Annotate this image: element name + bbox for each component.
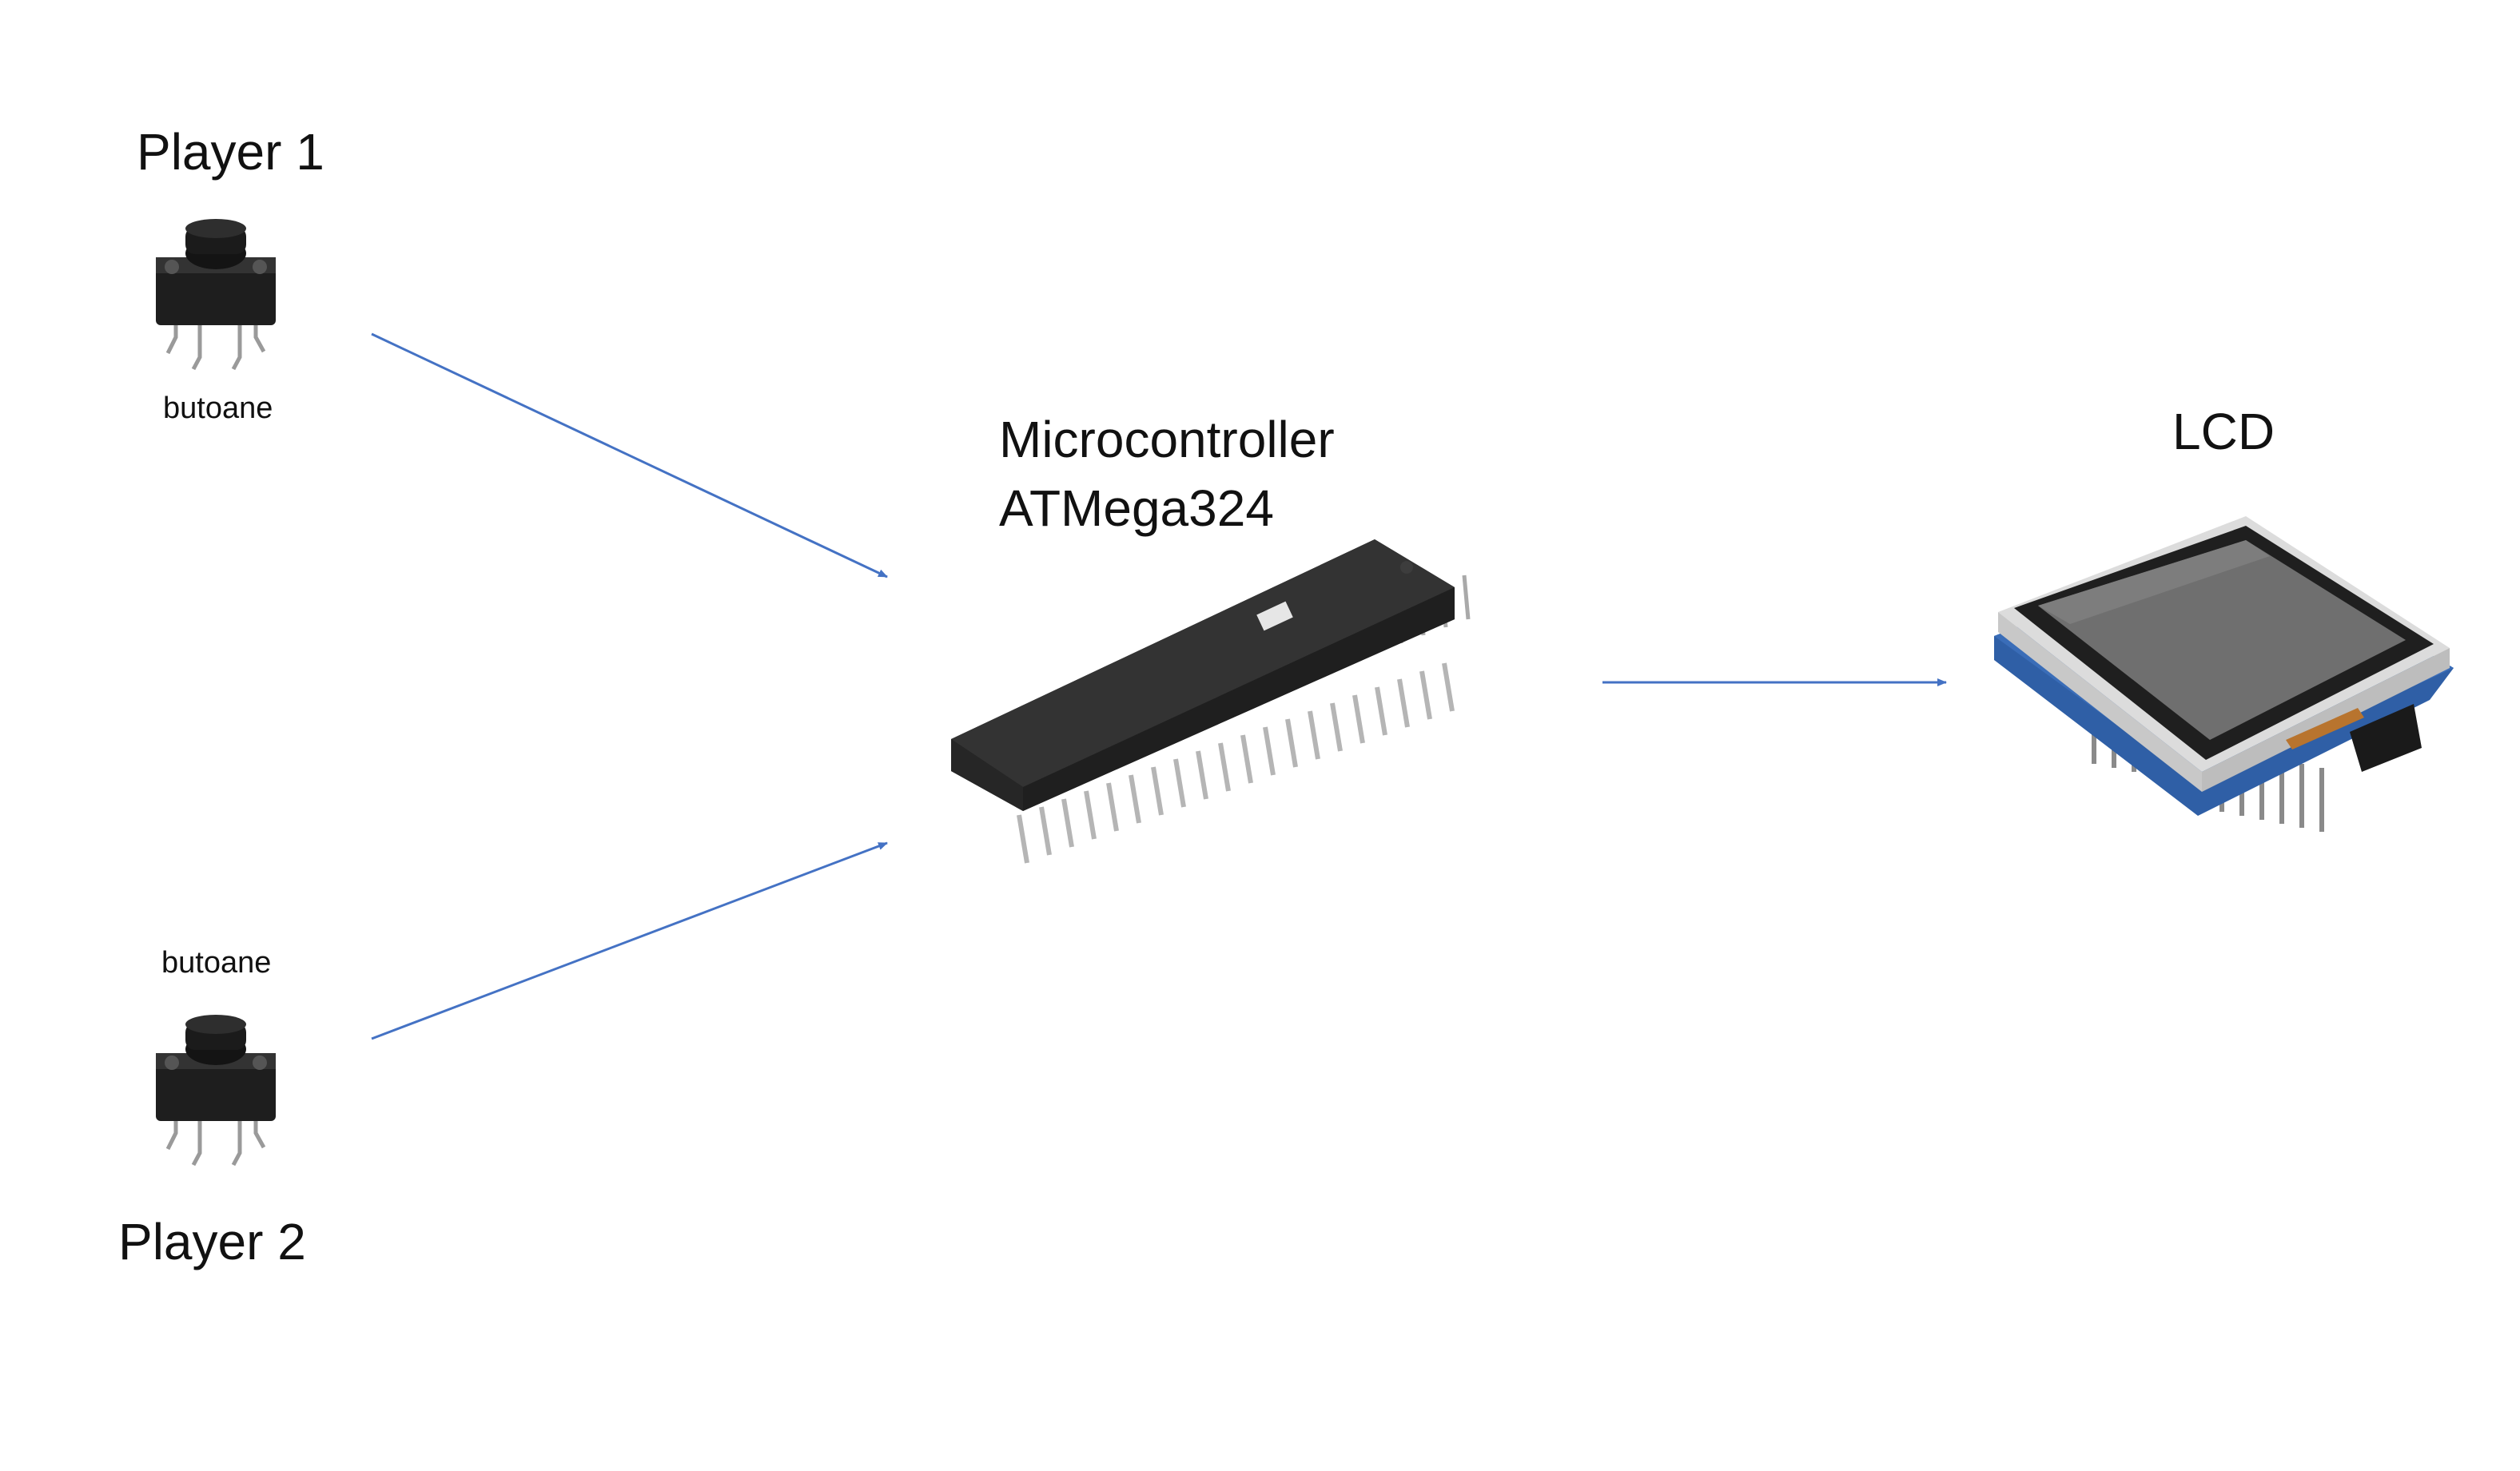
mcu-title-line1: Microcontroller bbox=[999, 411, 1335, 468]
arrow-player1-to-mcu bbox=[371, 332, 888, 578]
player2-title: Player 2 bbox=[118, 1213, 306, 1270]
tft-lcd-shield-icon bbox=[1982, 508, 2462, 844]
lcd-title: LCD bbox=[2172, 403, 2275, 460]
player2-buttons-label: butoane bbox=[161, 946, 272, 980]
mcu-title-line2: ATMega324 bbox=[999, 479, 1274, 537]
button-icon bbox=[144, 217, 288, 371]
dip40-chip-icon bbox=[927, 511, 1487, 879]
player1-buttons-label: butoane bbox=[163, 392, 273, 425]
button-icon bbox=[144, 1013, 288, 1167]
player1-title: Player 1 bbox=[137, 123, 324, 181]
arrow-player2-to-mcu bbox=[371, 841, 888, 1040]
